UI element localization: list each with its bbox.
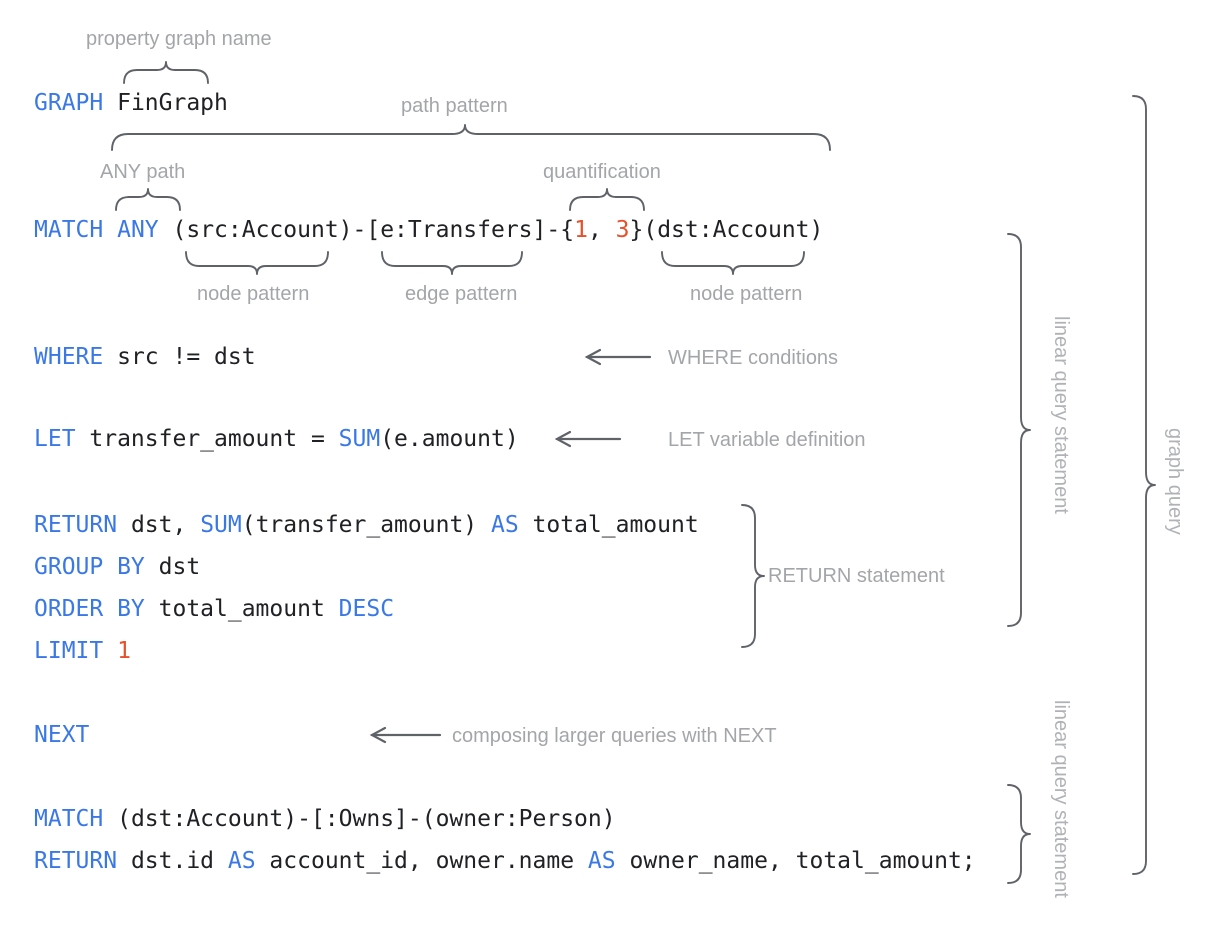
code-token: dst,: [117, 512, 201, 538]
code-token: (src:Account)-[e:Transfers]-{: [158, 217, 575, 243]
code-token: LET: [34, 426, 76, 452]
underbrace-edge-pattern: [381, 251, 523, 275]
arrow-composing-with-next: [369, 726, 442, 744]
code-token: ,: [587, 217, 616, 243]
code-line-graph: GRAPH FinGraph: [34, 92, 228, 115]
code-token: AS: [587, 848, 616, 874]
label-linear-query-statement-2: linear query statement: [1050, 700, 1072, 898]
overbrace-property-graph-name: [123, 61, 209, 84]
label-edge-pattern: edge pattern: [405, 283, 518, 305]
code-token: SUM: [200, 512, 242, 538]
code-token: [103, 217, 117, 243]
code-token: (transfer_amount): [241, 512, 491, 538]
underbrace-node-pattern-left: [185, 251, 329, 275]
code-token: WHERE: [34, 344, 104, 370]
code-token: LIMIT: [34, 638, 104, 664]
code-token: RETURN: [34, 512, 118, 538]
code-token: ANY: [117, 217, 159, 243]
code-line-limit: LIMIT 1: [34, 640, 131, 663]
code-line-match-1: MATCH ANY (src:Account)-[e:Transfers]-{1…: [34, 219, 823, 242]
overbrace-path-pattern: [111, 124, 831, 151]
label-quantification: quantification: [543, 161, 661, 183]
code-token: GROUP BY: [34, 554, 145, 580]
overbrace-quantification: [569, 188, 645, 211]
arrow-where-conditions: [584, 348, 652, 366]
label-graph-query: graph query: [1164, 428, 1186, 535]
code-token: }(dst:Account): [629, 217, 824, 243]
brace-return-statement: [741, 504, 765, 648]
label-node-pattern-left: node pattern: [197, 283, 310, 305]
code-token: 3: [615, 217, 630, 243]
brace-linear-query-statement-1: [1007, 233, 1031, 627]
label-any-path: ANY path: [100, 161, 186, 183]
code-token: total_amount: [144, 596, 339, 622]
code-token: transfer_amount =: [75, 426, 339, 452]
code-token: total_amount: [518, 512, 699, 538]
code-token: RETURN: [34, 848, 118, 874]
label-let-variable-definition: LET variable definition: [668, 429, 866, 451]
code-token: FinGraph: [103, 90, 228, 116]
code-token: MATCH: [34, 217, 104, 243]
label-path-pattern: path pattern: [401, 95, 508, 117]
arrow-let-variable-definition: [554, 430, 622, 448]
overbrace-any-path: [115, 188, 181, 211]
code-token: NEXT: [34, 722, 90, 748]
code-token: dst: [144, 554, 201, 580]
code-token: (dst:Account)-[:Owns]-(owner:Person): [103, 806, 616, 832]
code-token: ORDER BY: [34, 596, 145, 622]
label-linear-query-statement-1: linear query statement: [1050, 316, 1072, 514]
code-line-group-by: GROUP BY dst: [34, 556, 200, 579]
code-token: MATCH: [34, 806, 104, 832]
code-token: AS: [490, 512, 519, 538]
code-line-return-1: RETURN dst, SUM(transfer_amount) AS tota…: [34, 514, 699, 537]
code-token: 1: [117, 638, 131, 664]
label-node-pattern-right: node pattern: [690, 283, 803, 305]
code-token: account_id, owner.name: [255, 848, 588, 874]
code-token: [103, 638, 117, 664]
label-property-graph-name: property graph name: [86, 28, 272, 50]
brace-graph-query: [1132, 95, 1156, 875]
code-token: dst.id: [117, 848, 228, 874]
code-token: GRAPH: [34, 90, 104, 116]
code-line-return-2: RETURN dst.id AS account_id, owner.name …: [34, 850, 976, 873]
code-line-order-by: ORDER BY total_amount DESC: [34, 598, 394, 621]
brace-linear-query-statement-2: [1007, 784, 1031, 884]
label-composing-with-next: composing larger queries with NEXT: [452, 725, 777, 747]
code-token: SUM: [338, 426, 381, 452]
code-token: 1: [574, 217, 588, 243]
code-line-let: LET transfer_amount = SUM(e.amount): [34, 428, 519, 451]
label-where-conditions: WHERE conditions: [668, 347, 839, 369]
code-token: AS: [227, 848, 256, 874]
code-line-where: WHERE src != dst: [34, 346, 256, 369]
code-line-next: NEXT: [34, 724, 89, 747]
label-return-statement: RETURN statement: [768, 565, 945, 587]
code-token: owner_name, total_amount;: [615, 848, 976, 874]
code-token: (e.amount): [380, 426, 519, 452]
code-line-match-2: MATCH (dst:Account)-[:Owns]-(owner:Perso…: [34, 808, 616, 831]
code-token: src != dst: [103, 344, 256, 370]
underbrace-node-pattern-right: [661, 251, 805, 275]
code-token: DESC: [338, 596, 395, 622]
